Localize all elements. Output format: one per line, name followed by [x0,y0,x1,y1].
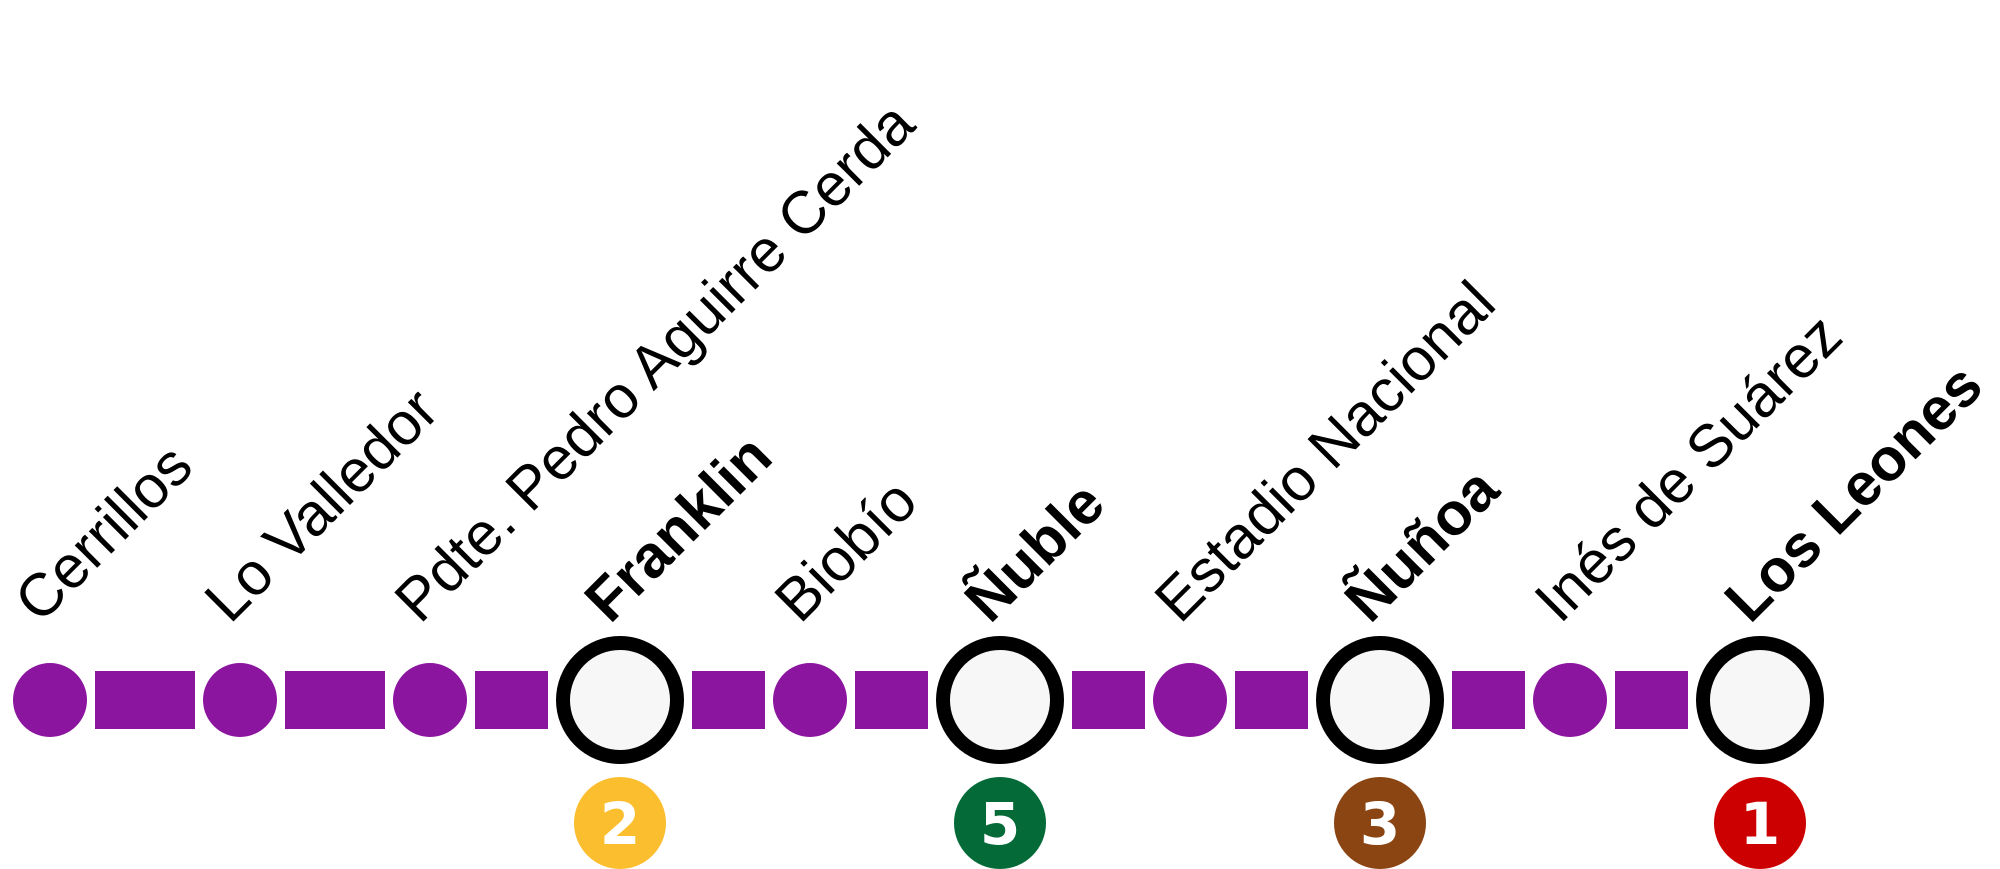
station-dot-ines-de-suarez [1533,663,1607,737]
line-segment [285,671,385,729]
transfer-station-nuble [936,636,1064,764]
line-5-number: 5 [980,790,1020,858]
station-dot-biobio [773,663,847,737]
station-label-cerrillos: Cerrillos [2,431,205,634]
station-label-biobio: Biobío [762,467,930,635]
line-segment [1615,671,1688,729]
line-segment [1235,671,1308,729]
line-segment [1072,671,1145,729]
line-1-badge [1714,777,1806,869]
station-label-nunoa: Ñuñoa [1332,454,1512,634]
transfer-station-nunoa [1316,636,1444,764]
station-dot-cerrillos [13,663,87,737]
line-3-badge [1334,777,1426,869]
stations [13,636,1824,764]
line-1-number: 1 [1740,790,1780,858]
line-2-number: 2 [600,790,640,858]
station-dot-estadio-nacional [1153,663,1227,737]
station-dot-pdte-pedro-aguirre-cerda [393,663,467,737]
line-5-badge [954,777,1046,869]
line-segment [475,671,548,729]
line-segment [1452,671,1525,729]
line-segment [855,671,928,729]
connection-badges: 2 5 3 1 [574,777,1806,869]
station-label-nuble: Ñuble [952,469,1117,634]
line-segment [95,671,195,729]
line-3-number: 3 [1360,790,1400,858]
station-label-estadio-nacional: Estadio Nacional [1142,268,1508,634]
transfer-station-los-leones [1696,636,1824,764]
station-dot-lo-valledor [203,663,277,737]
line-segments [95,671,1688,729]
line-2-badge [574,777,666,869]
line-segment [692,671,765,729]
transfer-station-franklin [556,636,684,764]
